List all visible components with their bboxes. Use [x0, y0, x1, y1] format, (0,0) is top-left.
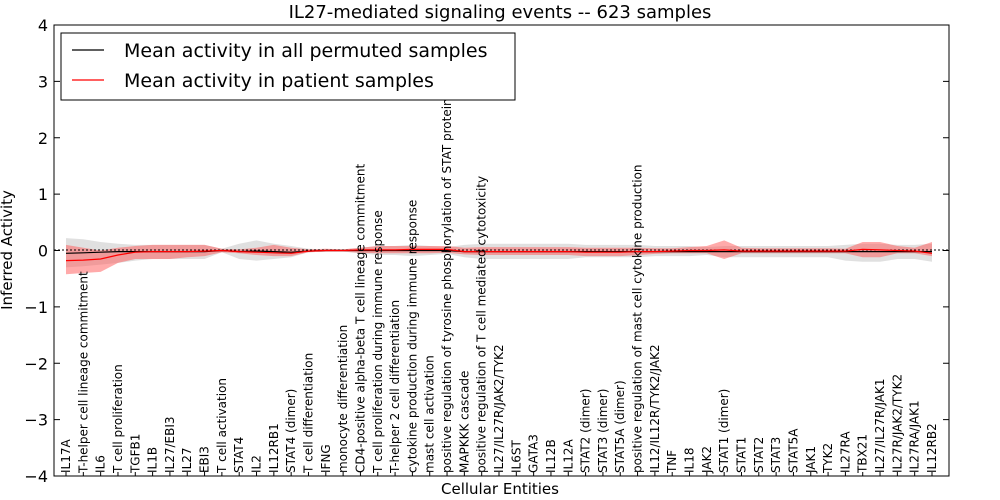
- legend-box: [60, 32, 516, 101]
- y-tick-label: −4: [24, 467, 48, 486]
- x-tick-label: T cell differentiation: [302, 353, 316, 474]
- x-tick-label: STAT2 (dimer): [579, 389, 593, 473]
- x-tick-label: T cell activation: [215, 378, 229, 474]
- x-tick-label: IL12A: [561, 439, 575, 473]
- x-tick-label: TNF: [665, 450, 679, 474]
- x-tick-label: cytokine production during immune respon…: [405, 200, 419, 473]
- series-lines: [65, 248, 933, 262]
- x-tick-label: IL12RB2: [925, 423, 939, 473]
- x-tick-label: positive regulation of tyrosine phosphor…: [440, 98, 454, 473]
- x-tick-label: JAK2: [700, 446, 714, 474]
- y-axis-ticks: −4 −3 −2 −1 0 1 2 3 4: [24, 16, 949, 486]
- x-tick-label: GATA3: [527, 434, 541, 473]
- x-tick-label: IL27/IL27R/JAK1: [873, 379, 887, 473]
- x-tick-label: JAK1: [804, 446, 818, 474]
- x-tick-label: T cell proliferation: [111, 364, 125, 474]
- x-tick-label: positive regulation of mast cell cytokin…: [631, 164, 645, 473]
- chart-title: IL27-mediated signaling events -- 623 sa…: [289, 2, 712, 23]
- x-tick-label: T-helper cell lineage commitment: [76, 271, 90, 474]
- y-tick-label: −2: [24, 354, 48, 373]
- legend: Mean activity in all permuted samples Me…: [60, 32, 516, 101]
- x-tick-label: IL12/IL12R/TYK2/JAK2: [648, 344, 662, 473]
- x-tick-label: IL27: [180, 447, 194, 473]
- band-series-1: [66, 240, 932, 275]
- x-tick-label: TYK2: [821, 443, 835, 474]
- x-tick-label: TGFB1: [128, 434, 142, 474]
- x-axis-label: Cellular Entities: [441, 480, 559, 498]
- line-series-1: [65, 248, 933, 262]
- x-tick-label: STAT1: [735, 437, 749, 473]
- y-tick-label: 4: [38, 16, 48, 35]
- x-tick-label: STAT4: [232, 437, 246, 473]
- x-tick-label: T cell proliferation during immune respo…: [371, 210, 385, 474]
- y-tick-label: 0: [38, 242, 48, 261]
- x-tick-label: IL6ST: [509, 440, 523, 473]
- x-tick-label: STAT3 (dimer): [596, 389, 610, 473]
- x-tick-label: IL27RA: [838, 431, 852, 473]
- x-tick-label: IL12RB1: [267, 423, 281, 473]
- x-tick-label: MAPKKK cascade: [457, 371, 471, 473]
- y-tick-label: −1: [24, 298, 48, 317]
- confidence-bands: [66, 238, 932, 275]
- x-tick-label: IL12B: [544, 439, 558, 473]
- x-tick-label: IL27/IL27R/JAK2/TYK2: [492, 344, 506, 473]
- y-tick-label: 1: [38, 185, 48, 204]
- x-tick-label: STAT5A (dimer): [613, 380, 627, 473]
- x-tick-label: STAT1 (dimer): [717, 389, 731, 473]
- x-tick-label: CD4-positive alpha-beta T cell lineage c…: [353, 164, 367, 473]
- x-tick-label: mast cell activation: [423, 355, 437, 473]
- legend-label-permuted: Mean activity in all permuted samples: [124, 40, 487, 62]
- x-tick-label: IL2: [250, 455, 264, 473]
- x-tick-label: IL27R/JAK2/TYK2: [890, 374, 904, 473]
- x-tick-label: IFNG: [319, 444, 333, 473]
- y-tick-label: 2: [38, 129, 48, 148]
- y-tick-label: 3: [38, 72, 48, 91]
- x-tick-label: IL27/EBI3: [163, 416, 177, 473]
- x-tick-label: STAT4 (dimer): [284, 389, 298, 473]
- y-axis-label: Inferred Activity: [0, 190, 16, 310]
- x-tick-label: STAT3: [769, 437, 783, 473]
- x-tick-label: T-helper 2 cell differentiation: [388, 300, 402, 474]
- x-tick-label: monocyte differentiation: [336, 325, 350, 473]
- legend-label-patient: Mean activity in patient samples: [124, 70, 434, 92]
- x-tick-label: IL6: [94, 455, 108, 473]
- x-tick-label: IL27RA/JAK1: [908, 400, 922, 473]
- x-tick-label: STAT2: [752, 437, 766, 473]
- x-tick-label: IL18: [683, 447, 697, 473]
- x-tick-label: IL17A: [59, 439, 73, 473]
- x-tick-label: positive regulation of T cell mediated c…: [475, 176, 489, 473]
- x-tick-label: EBI3: [198, 446, 212, 473]
- x-tick-label: TBX21: [856, 434, 870, 474]
- x-tick-label: IL1B: [146, 447, 160, 473]
- x-tick-label: STAT5A: [786, 428, 800, 473]
- y-tick-label: −3: [24, 411, 48, 430]
